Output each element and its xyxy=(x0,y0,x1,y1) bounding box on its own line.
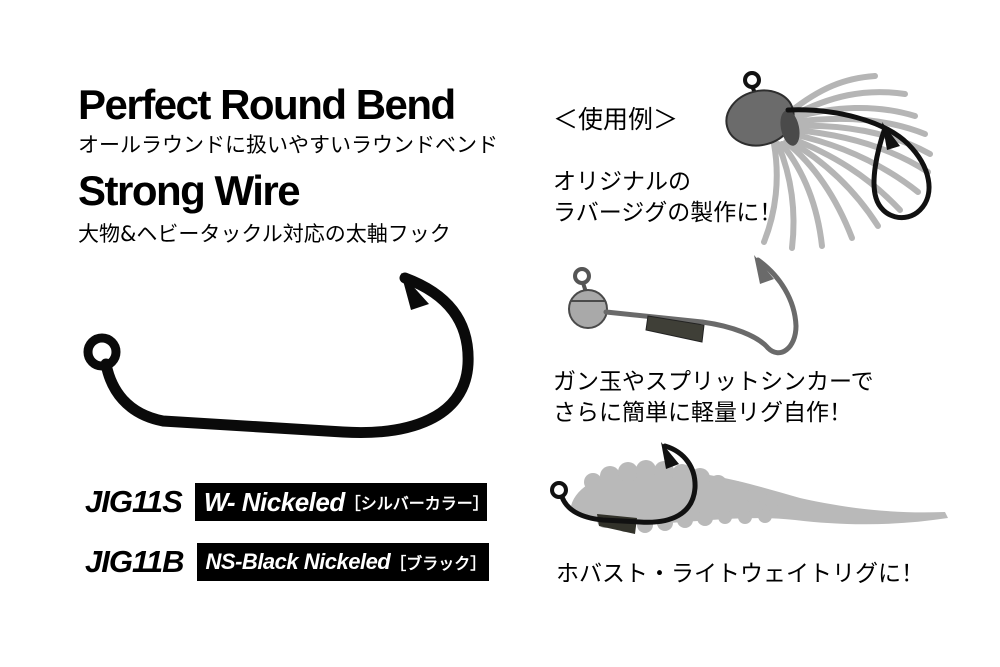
example-line: さらに簡単に軽量リグ自作！ xyxy=(553,400,852,426)
example-line: オリジナルの xyxy=(553,169,691,195)
soft-plastic-worm xyxy=(571,460,948,533)
example-line: ガン玉やスプリットシンカーで xyxy=(553,369,874,395)
usage-examples-heading: ＜使用例＞ xyxy=(553,105,679,134)
model-row-jig11b: JIG11B NS-Black Nickeled ［ブラック］ xyxy=(85,543,489,581)
hook-eye-icon xyxy=(550,481,568,499)
example-line: ホバスト・ライトウェイトリグに！ xyxy=(556,561,924,587)
hook-barb xyxy=(754,255,774,284)
keeper-sinker xyxy=(645,315,705,343)
soft-worm-rig-illustration xyxy=(550,442,948,534)
hook-wire xyxy=(100,272,474,439)
hook-wire xyxy=(559,443,698,525)
hook-barb xyxy=(401,273,429,310)
split-shot-weight xyxy=(568,289,608,329)
feature-subtitle-round-bend: オールラウンドに扱いやすいラウンドベンド xyxy=(78,133,498,157)
jig-hook-barb xyxy=(882,122,900,150)
hook-barb xyxy=(661,442,679,469)
finish-color-jp: ［ブラック］ xyxy=(390,554,487,573)
hook-eye-icon xyxy=(573,267,591,285)
model-row-jig11s: JIG11S W- Nickeled ［シルバーカラー］ xyxy=(85,483,489,521)
finish-color-jp: ［シルバーカラー］ xyxy=(344,494,489,513)
finish-badge: W- Nickeled ［シルバーカラー］ xyxy=(194,483,489,521)
finish-name: NS-Black Nickeled xyxy=(205,549,391,574)
example-line: ラバージグの製作に！ xyxy=(553,200,783,226)
jig-hook-illustration xyxy=(83,272,474,439)
usage-example-rubber-jig: オリジナルの ラバージグの製作に！ xyxy=(553,167,782,229)
usage-example-split-shot: ガン玉やスプリットシンカーで さらに簡単に軽量リグ自作！ xyxy=(553,367,874,429)
feature-title-round-bend: Perfect Round Bend xyxy=(78,81,456,128)
feature-title-strong-wire: Strong Wire xyxy=(78,167,301,214)
split-shot-rig-illustration xyxy=(568,255,799,356)
jig-line-eye-icon xyxy=(743,71,761,89)
jig-hook-wire xyxy=(785,107,932,221)
hook-bend xyxy=(699,257,799,356)
finish-name: W- Nickeled xyxy=(203,486,345,517)
model-code: JIG11B xyxy=(85,544,185,579)
feature-subtitle-strong-wire: 大物&ヘビータックル対応の太軸フック xyxy=(78,222,451,246)
usage-example-hover-strolling: ホバスト・ライトウェイトリグに！ xyxy=(556,559,924,590)
skirt-collar xyxy=(780,110,800,146)
finish-badge: NS-Black Nickeled ［ブラック］ xyxy=(196,543,489,581)
rubber-jig-illustration xyxy=(725,71,933,251)
model-code: JIG11S xyxy=(85,484,183,519)
